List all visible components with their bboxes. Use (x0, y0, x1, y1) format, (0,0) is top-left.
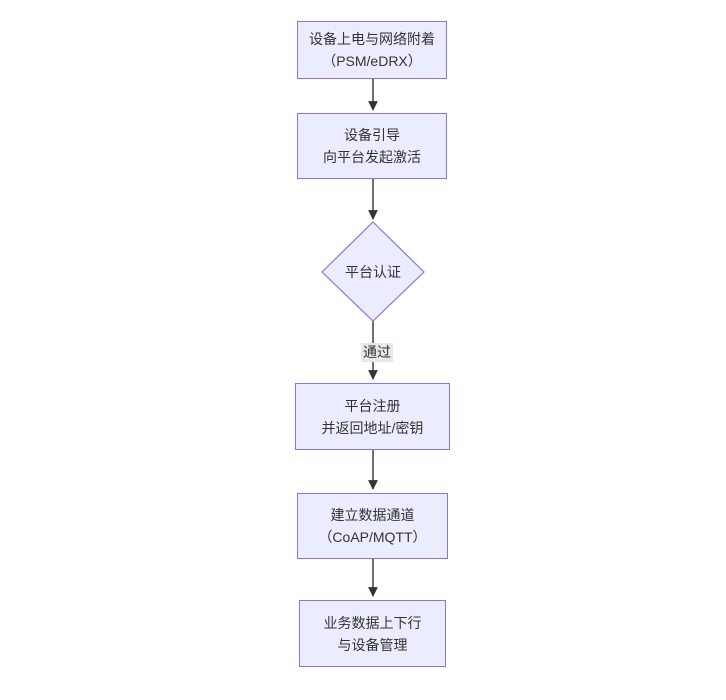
decision-platform-auth: 平台认证 (322, 222, 424, 321)
node-data-channel: 建立数据通道 （CoAP/MQTT） (297, 493, 448, 559)
node-power-attach-line2: （PSM/eDRX） (322, 53, 422, 69)
edge-label-pass: 通过 (361, 343, 393, 362)
node-bootstrap: 设备引导 向平台发起激活 (297, 113, 447, 179)
node-bootstrap-line1: 设备引导 (344, 127, 400, 143)
node-register-line2: 并返回地址/密钥 (321, 419, 424, 436)
node-register-line1: 平台注册 (344, 397, 401, 414)
node-data-channel-line2: （CoAP/MQTT） (318, 529, 427, 545)
node-business-data: 业务数据上下行 与设备管理 (299, 600, 446, 667)
decision-platform-auth-label: 平台认证 (345, 263, 401, 280)
decision-diamond-shape (321, 221, 425, 322)
node-register: 平台注册 并返回地址/密钥 (295, 383, 450, 450)
node-data-channel-line1: 建立数据通道 (330, 507, 415, 523)
node-bootstrap-line2: 向平台发起激活 (323, 149, 421, 165)
node-power-attach: 设备上电与网络附着 （PSM/eDRX） (297, 21, 447, 79)
node-business-data-line2: 与设备管理 (337, 636, 408, 653)
node-business-data-line1: 业务数据上下行 (323, 614, 422, 631)
node-power-attach-line1: 设备上电与网络附着 (309, 31, 435, 47)
